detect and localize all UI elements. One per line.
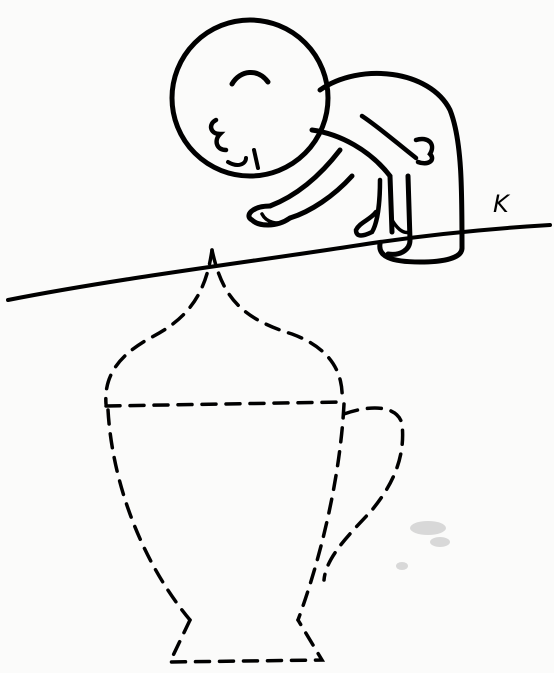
character-figure	[172, 20, 462, 262]
arm-lower	[290, 176, 352, 218]
paper-smudges	[396, 521, 450, 570]
leg-front	[356, 180, 380, 236]
cup-handle	[324, 408, 403, 580]
elbow	[416, 139, 432, 163]
ledge-line	[8, 225, 550, 300]
character-head	[172, 20, 328, 176]
cup-body-left	[108, 410, 190, 620]
dashed-cup-outline	[106, 250, 403, 662]
cup-rim	[106, 402, 342, 406]
closed-eye	[232, 72, 268, 84]
nose	[211, 120, 226, 150]
cup-body-right	[298, 404, 344, 620]
finger	[262, 214, 286, 223]
chin	[254, 150, 258, 168]
label-k: K	[493, 192, 509, 216]
shoulder-crease	[362, 116, 416, 158]
cup-base	[170, 620, 322, 662]
mouth	[228, 158, 246, 165]
cup-lid-right	[212, 250, 342, 402]
